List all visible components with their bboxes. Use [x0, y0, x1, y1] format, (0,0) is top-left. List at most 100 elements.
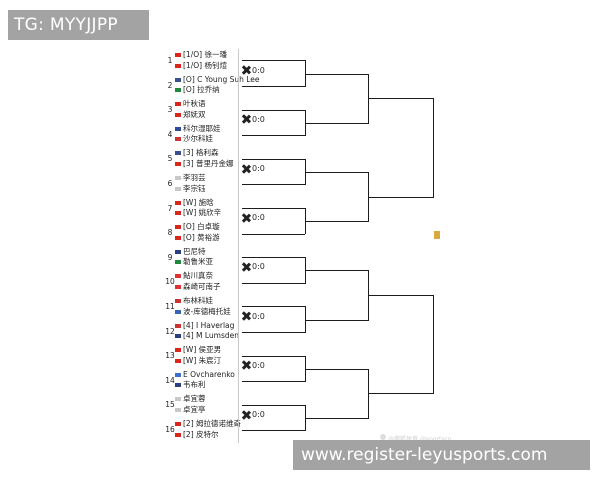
player-name[interactable]: 卓宜蓉 — [175, 394, 206, 404]
player-name[interactable]: [O] 白卓璇 — [175, 222, 220, 232]
match-score[interactable]: 0:0 — [242, 410, 265, 420]
match-score[interactable]: 0:0 — [242, 213, 265, 223]
r1-connector — [242, 85, 305, 87]
match-score[interactable]: 0:0 — [242, 361, 265, 371]
player-name[interactable]: [3] 格利森 — [175, 148, 219, 158]
player-name[interactable]: 鮎川真奈 — [175, 271, 213, 281]
entry-seed: 5 — [167, 154, 173, 164]
match-score[interactable]: 0:0 — [242, 66, 265, 76]
player-name[interactable]: [2] 皮特尔 — [175, 430, 219, 440]
r1-connector — [242, 207, 305, 209]
player-name[interactable]: [O] 拉乔纳 — [175, 85, 220, 95]
r2-connector — [305, 319, 368, 321]
entry-right-border — [238, 172, 239, 197]
r2-connector — [305, 221, 368, 223]
player-name-text: 郑妩双 — [183, 109, 206, 119]
r2-connector — [305, 172, 368, 173]
match-score[interactable]: 0:0 — [242, 262, 265, 272]
entry-seed: 6 — [167, 179, 173, 188]
entry-right-border — [238, 344, 239, 369]
player-name-text: 叶秋语 — [183, 99, 206, 109]
player-name[interactable]: 叶秋语 — [175, 99, 206, 109]
player-name-text: 巴尼特 — [183, 246, 206, 256]
r1-connector — [242, 331, 305, 333]
player-name[interactable]: 波-库德梅托娃 — [175, 307, 231, 317]
match-score[interactable]: 0:0 — [242, 312, 265, 322]
player-name[interactable]: 巴尼特 — [175, 247, 206, 257]
player-name[interactable]: 沙尔科娃 — [175, 134, 213, 144]
score-text: 0:0 — [252, 311, 265, 321]
r2-connector — [305, 73, 368, 75]
flag-icon — [175, 284, 181, 289]
entry-seed: 9 — [167, 252, 173, 262]
player-name[interactable]: [W] 侯亚男 — [175, 345, 221, 355]
player-name[interactable]: 勒鲁米亚 — [175, 257, 213, 267]
flag-icon — [175, 225, 181, 230]
player-name[interactable]: [4] I Haverlag — [175, 321, 234, 331]
entry-right-border — [238, 147, 239, 172]
player-name[interactable]: E Ovcharenko — [175, 370, 235, 380]
player-name[interactable]: [W] 朱宸汀 — [175, 356, 221, 366]
r1-connector — [242, 158, 305, 160]
entry-seed: 12 — [165, 326, 175, 336]
flag-icon — [175, 323, 181, 328]
flag-icon — [175, 77, 181, 82]
entry-right-border — [238, 368, 239, 394]
flag-icon — [175, 186, 181, 191]
player-name[interactable]: [2] 姆拉德诺维奇 — [175, 419, 241, 429]
flag-icon — [175, 63, 181, 68]
player-name[interactable]: 布林科娃 — [175, 296, 213, 306]
entry-seed: 7 — [167, 203, 173, 213]
player-name[interactable]: [W] 姚欣辛 — [175, 208, 221, 218]
player-name-text: 卓宜亭 — [183, 404, 206, 414]
match-score[interactable]: 0:0 — [242, 164, 265, 174]
match-score[interactable]: 0:0 — [242, 115, 265, 125]
entry-right-border — [238, 418, 239, 443]
player-name[interactable]: 李羽芸 — [175, 173, 206, 183]
r1-connector — [242, 60, 305, 62]
player-name[interactable]: 韦布利 — [175, 380, 206, 390]
player-name[interactable]: 李宗钰 — [175, 184, 206, 194]
player-name-text: 科尔湿耶娃 — [183, 123, 221, 133]
player-name-text: [O] 白卓璇 — [183, 222, 220, 232]
player-name-text: 鮎川真奈 — [183, 271, 213, 281]
r1-connector — [242, 233, 305, 235]
player-name-text: [3] 格利森 — [183, 148, 219, 158]
flag-icon — [175, 200, 181, 205]
r3-connector — [368, 295, 433, 296]
score-text: 0:0 — [252, 65, 265, 75]
player-name-text: [4] M Lumsden — [183, 331, 240, 341]
flag-icon — [175, 299, 181, 303]
close-icon — [242, 263, 250, 271]
r1-vertical — [305, 158, 306, 186]
player-name-text: [W] 朱宸汀 — [183, 355, 222, 365]
flag-icon — [175, 88, 181, 93]
player-name[interactable]: 郑妩双 — [175, 110, 206, 120]
player-name[interactable]: [1/O] 杨钊煊 — [175, 61, 227, 71]
player-name[interactable]: [3] 普里丹金娜 — [175, 159, 234, 169]
r1-connector — [242, 257, 305, 259]
player-name-text: [O] 黄裕游 — [183, 232, 220, 242]
player-name[interactable]: [O] 黄裕游 — [175, 233, 220, 243]
close-icon — [242, 66, 250, 74]
player-name[interactable]: 卓宜亭 — [175, 405, 206, 415]
player-name-text: 卓宜蓉 — [183, 394, 206, 404]
player-name[interactable]: [W] 施晗 — [175, 198, 214, 208]
weibo-icon — [380, 434, 386, 440]
player-name[interactable]: [1/O] 徐一璠 — [175, 50, 227, 60]
score-text: 0:0 — [252, 410, 265, 419]
r3-connector — [368, 98, 433, 100]
flag-icon — [175, 126, 181, 131]
player-name-text: [3] 普里丹金娜 — [183, 158, 234, 168]
player-name-text: 波-库德梅托娃 — [183, 306, 231, 316]
player-name-text: [W] 姚欣辛 — [183, 208, 222, 218]
trophy-icon — [434, 231, 440, 239]
url-banner[interactable]: www.register-leyusports.com — [293, 440, 590, 470]
entry-seed: 8 — [167, 228, 173, 238]
player-name[interactable]: [O] C Young Suh Lee — [175, 75, 260, 85]
r1-connector — [242, 184, 305, 186]
player-name-text: [O] C Young Suh Lee — [183, 74, 260, 84]
player-name[interactable]: 森崎可南子 — [175, 282, 221, 292]
player-name[interactable]: [4] M Lumsden — [175, 331, 239, 341]
player-name[interactable]: 科尔湿耶娃 — [175, 124, 221, 134]
